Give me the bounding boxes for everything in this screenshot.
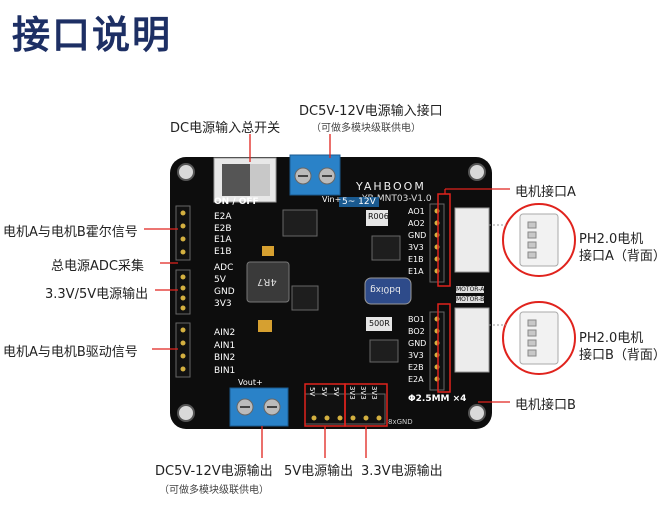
page-title: 接口说明 — [12, 13, 173, 57]
pin-label: GND — [214, 287, 235, 297]
chip — [371, 235, 401, 261]
resistor — [366, 317, 392, 331]
gnd-label: 8xGND — [388, 418, 413, 426]
callout-dc-input: DC5V-12V电源输入接口 — [299, 104, 443, 119]
callout-dc-output-note: （可做多模块级联供电） — [159, 485, 269, 496]
pin-label: E2A — [214, 212, 232, 222]
pin-label: AIN2 — [214, 328, 236, 338]
callout-ph-b-line1: PH2.0电机 — [579, 331, 644, 346]
pin-label: 3V3 — [408, 243, 424, 252]
mount-hole — [468, 404, 486, 422]
board-model: YB-MNT03-V1.0 — [362, 194, 432, 204]
callout-ph-a: PH2.0电机 接口A（背面） — [579, 231, 661, 265]
cap-label: bd0ixg — [370, 284, 401, 294]
pin-label: AIN1 — [214, 340, 236, 351]
right-pin-labels-b: BO1 BO2 GND 3V3 E2B E2A — [408, 314, 426, 386]
pin-label: 3V3 — [348, 386, 356, 400]
pin-label: 5V — [320, 387, 328, 397]
chip2-label: 500R — [369, 319, 390, 328]
highlight-motor-a — [437, 193, 451, 287]
motor-a-header — [429, 203, 445, 283]
pin-label: BIN2 — [214, 353, 236, 363]
callout-motor-b-port: 电机接口B — [515, 398, 576, 413]
mount-hole — [177, 163, 195, 181]
switch-label: ON / OFF — [214, 197, 259, 207]
callout-ph-b-line2: 接口B（背面） — [579, 348, 661, 363]
callout-dc-output: DC5V-12V电源输出 — [155, 464, 273, 479]
vin-label: Vin+ — [322, 195, 342, 204]
pin-label: E2B — [214, 223, 232, 234]
bottom-3v3-labels: 3V3 3V3 3V3 — [348, 386, 378, 400]
motor-b-header — [429, 311, 445, 391]
mount-hole — [177, 404, 195, 422]
pin-label: GND — [408, 231, 427, 240]
highlight-motor-b — [437, 303, 451, 393]
pin-label: E1A — [408, 267, 424, 276]
inductor — [246, 261, 290, 303]
motor-a-tag: MOTOR-A — [456, 286, 485, 293]
pin-label: 3V3 — [359, 386, 367, 400]
callout-ph-a-line1: PH2.0电机 — [579, 232, 644, 247]
inductor-label: 4R7 — [257, 276, 277, 287]
pin-label: AO2 — [408, 219, 425, 228]
switch-slider — [222, 164, 250, 196]
pin-label: E2A — [408, 375, 424, 384]
connector-label: Φ2.5MM ×4 — [408, 394, 467, 404]
pin-label: AO1 — [408, 207, 425, 216]
chip — [291, 285, 319, 311]
left-pin-labels-mid: ADC 5V GND 3V3 — [214, 262, 235, 310]
pin-label: 3V3 — [370, 386, 378, 400]
right-pin-labels-a: AO1 AO2 GND 3V3 E1B E1A — [408, 206, 426, 278]
power-header — [175, 269, 191, 315]
pin-label: GND — [408, 339, 427, 348]
pin-label: BIN1 — [214, 365, 236, 376]
pcb-board — [170, 157, 492, 429]
pin-label: E2B — [408, 363, 424, 372]
callout-ph-a-line2: 接口A（背面） — [579, 249, 661, 264]
pin-label: BO2 — [408, 327, 425, 336]
ph-connector-a — [454, 207, 490, 273]
pin-label: 3V3 — [214, 299, 232, 309]
chip1-label: R006 — [368, 212, 389, 221]
callout-motor-a-port: 电机接口A — [515, 185, 576, 200]
ph-connector-b — [454, 307, 490, 373]
resistor — [366, 210, 388, 226]
pin-label: ADC — [214, 263, 234, 273]
board-brand: YAHBOOM — [356, 180, 426, 193]
callout-ph-b: PH2.0电机 接口B（背面） — [579, 330, 661, 364]
pin-label: E1A — [214, 235, 232, 245]
callout-hall-signal: 电机A与电机B霍尔信号 — [3, 225, 138, 240]
drive-header — [175, 322, 191, 378]
callout-power-switch: DC电源输入总开关 — [170, 121, 281, 136]
callout-adc: 总电源ADC采集 — [51, 259, 144, 274]
callout-drive-signal: 电机A与电机B驱动信号 — [3, 345, 138, 360]
callout-dc-input-note: （可做多模块级联供电） — [311, 123, 421, 134]
pin-label: 5V — [332, 387, 340, 397]
pin-label: 5V — [308, 387, 316, 397]
callout-33v-out: 3.3V电源输出 — [361, 464, 443, 479]
pin-label: 5V — [214, 275, 226, 285]
hall-header — [175, 205, 191, 261]
left-pin-labels-top: E2A E2B E1A E1B — [214, 212, 232, 258]
motor-b-tag: MOTOR-B — [456, 296, 485, 303]
pin-label: E1B — [408, 255, 424, 264]
input-voltage-label: 5~ 12V — [339, 197, 379, 207]
mount-hole — [468, 163, 486, 181]
chip — [282, 209, 318, 237]
vout-label: Vout+ — [238, 378, 263, 387]
capacitor — [364, 277, 412, 305]
bottom-5v-labels: 5V 5V 5V — [308, 387, 340, 396]
pin-label: E1B — [214, 246, 232, 257]
left-pin-labels-bottom: AIN2 AIN1 BIN2 BIN1 — [214, 327, 235, 377]
pin-label: BO1 — [408, 315, 425, 324]
pin-label: 3V3 — [408, 351, 424, 360]
callout-power-out: 3.3V/5V电源输出 — [45, 287, 149, 302]
chip — [369, 339, 399, 363]
callout-5v-out: 5V电源输出 — [284, 464, 354, 479]
